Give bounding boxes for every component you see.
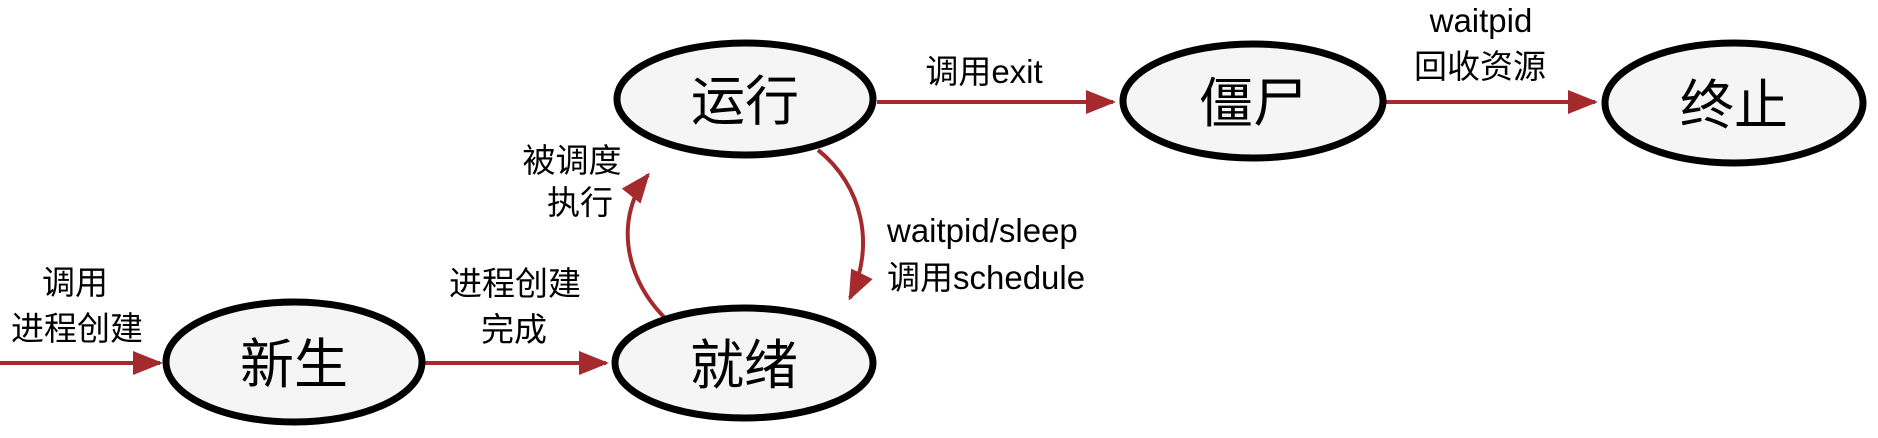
node-new-label: 新生	[240, 335, 348, 395]
edge-scheduled-label-line2: 执行	[547, 184, 613, 221]
edge-running-to-ready-arrow	[816, 148, 873, 301]
edge-start-label-line1: 调用	[42, 264, 108, 301]
node-running-label: 运行	[691, 72, 799, 132]
edge-yield-label-line1: waitpid/sleep	[886, 212, 1078, 249]
edge-create-done-label-line2: 完成	[481, 311, 547, 348]
edge-start-label-line2: 进程创建	[11, 310, 143, 347]
edge-create-done-label-line1: 进程创建	[449, 265, 581, 302]
node-running-ellipse	[613, 39, 877, 159]
node-ready-ellipse	[611, 304, 877, 422]
node-zombie-ellipse	[1119, 40, 1387, 162]
edge-scheduled-label-line1: 被调度	[523, 142, 622, 179]
node-terminated-ellipse	[1601, 39, 1867, 167]
node-new-ellipse	[162, 298, 426, 426]
edge-yield-label-line2: 调用schedule	[887, 259, 1085, 296]
node-terminated-label: 终止	[1680, 76, 1788, 136]
edge-ready-to-running-arrow	[621, 172, 667, 320]
edge-reap-label-line1: waitpid	[1429, 2, 1533, 39]
edge-reap-label-line2: 回收资源	[1414, 48, 1546, 85]
edge-exit-label: 调用exit	[925, 53, 1042, 90]
node-zombie-label: 僵尸	[1199, 74, 1307, 134]
node-ready-label: 就绪	[690, 336, 798, 396]
